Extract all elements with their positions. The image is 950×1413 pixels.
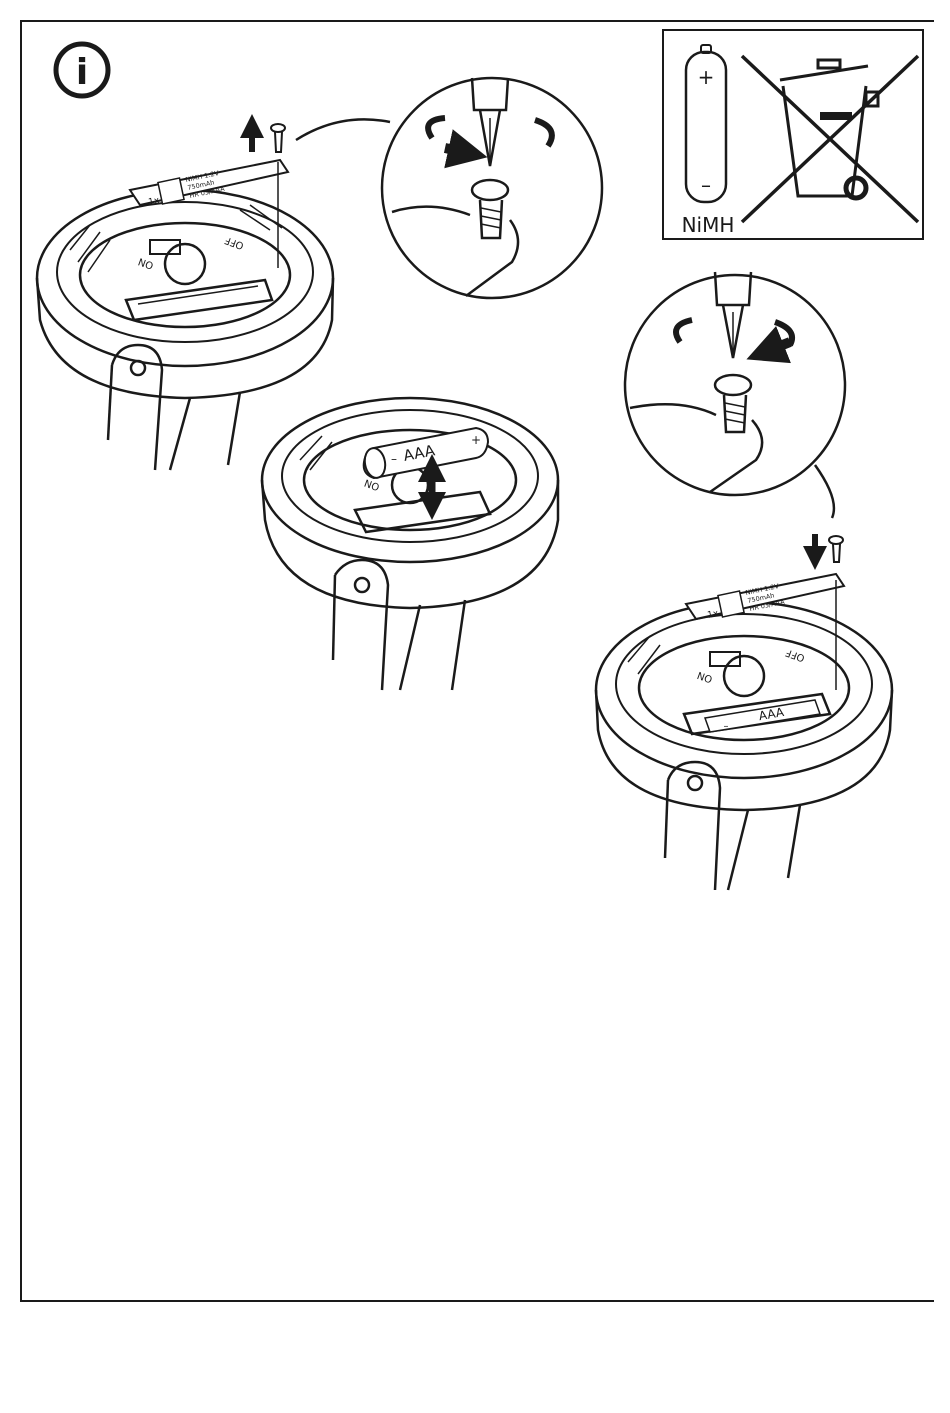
step3-detail-magnifier	[625, 272, 845, 518]
battery-icon: + –	[686, 45, 726, 202]
step2-battery-minus: –	[391, 452, 397, 466]
step3-switch-on-label: ON	[696, 669, 714, 685]
chemistry-label: NiMH	[682, 213, 735, 237]
info-glyph: i	[76, 52, 88, 93]
step1-switch-off-label: OFF	[223, 234, 245, 251]
battery-plus-sign: +	[698, 65, 715, 89]
battery-minus-sign: –	[701, 173, 711, 197]
crossed-bin-icon	[742, 56, 918, 222]
step1-lamp-head-open	[37, 190, 333, 470]
info-icon: i	[56, 44, 108, 96]
disposal-panel: + – NiMH	[663, 30, 923, 239]
step2-battery-plus: +	[471, 433, 481, 447]
step2-switch-on-label: ON	[363, 476, 381, 492]
step3-switch-off-label: OFF	[784, 646, 806, 663]
step1-battery-cover: 1x NiMH 1.2V 750mAh HR 03/AAA	[130, 160, 288, 208]
step2-aaa-battery: AAA + –	[363, 428, 488, 480]
step3-battery-minus: –	[724, 721, 729, 732]
step3-installed-battery: AAA –	[705, 700, 820, 732]
step1-switch-on-label: ON	[137, 255, 155, 271]
step3-lamp-head-closed	[596, 602, 892, 890]
step1-detail-magnifier	[296, 78, 602, 298]
